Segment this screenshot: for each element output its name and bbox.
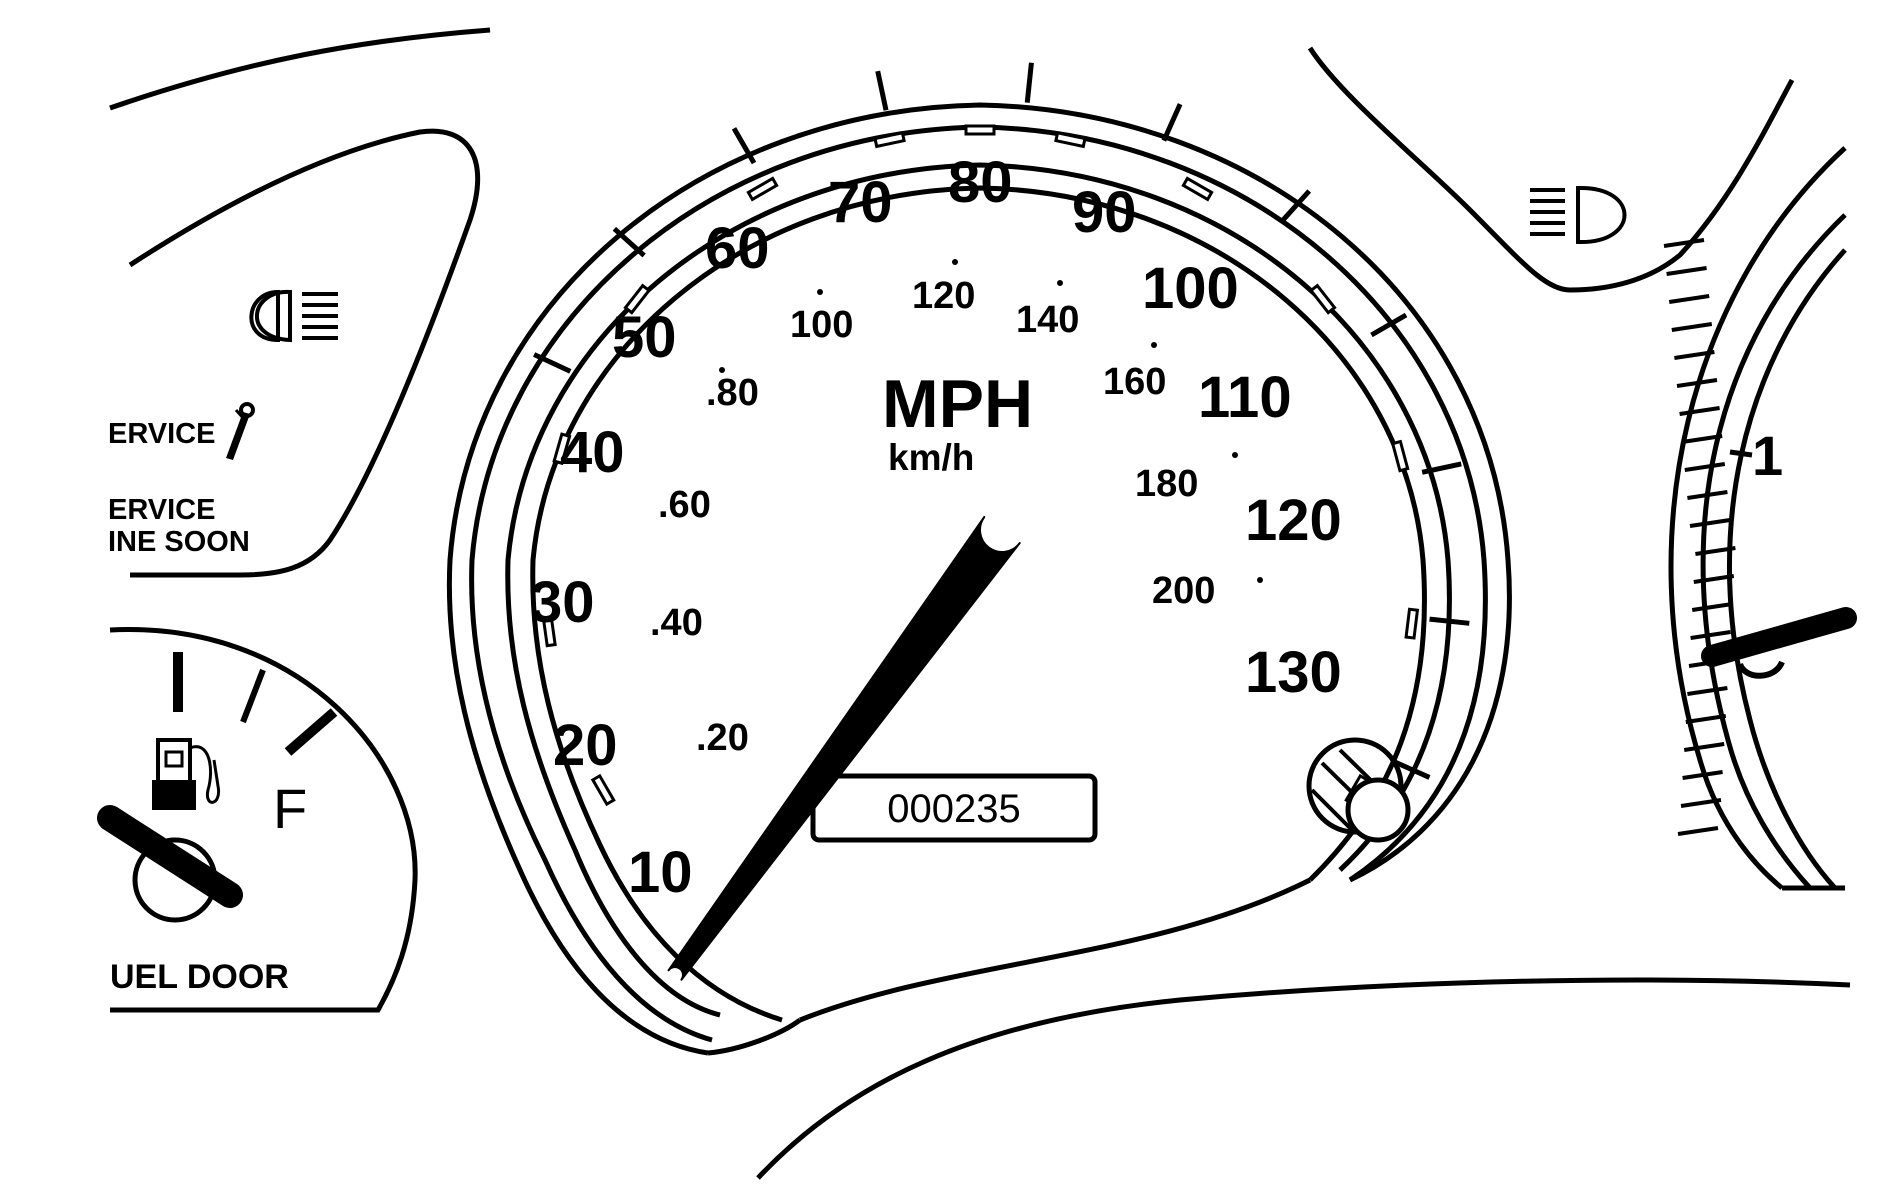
mph-label-70: 70 bbox=[828, 170, 893, 235]
service-engine-soon-label-line2: INE SOON bbox=[108, 526, 250, 558]
minor-tick bbox=[746, 176, 779, 202]
kmh-scale: .20 .40 .60 .80 100 120 140 160 180 200 bbox=[650, 259, 1263, 759]
tach-tick bbox=[1695, 546, 1736, 556]
bezel-tick bbox=[1429, 616, 1470, 626]
mph-label-90: 90 bbox=[1072, 180, 1137, 245]
mph-label-60: 60 bbox=[705, 216, 770, 281]
minor-tick bbox=[1308, 283, 1337, 315]
fuel-full-label: F bbox=[273, 777, 307, 840]
service-lamp-label: ERVICE bbox=[108, 418, 215, 450]
minor-tick bbox=[964, 124, 996, 136]
kmh-label-160: 160 bbox=[1103, 361, 1166, 403]
speedometer-needle bbox=[667, 515, 1021, 981]
bezel-tick bbox=[1391, 758, 1431, 780]
lower-dash-trim bbox=[756, 977, 1851, 1180]
bezel-tick bbox=[1370, 312, 1408, 338]
bezel-tick bbox=[731, 127, 757, 165]
tach-tick bbox=[1674, 350, 1715, 360]
tach-tick bbox=[1684, 462, 1726, 472]
tach-tick bbox=[1682, 770, 1723, 780]
bezel-tick bbox=[1280, 189, 1312, 223]
trip-reset-knob-icon[interactable] bbox=[1306, 737, 1411, 843]
bezel-segment-ticks bbox=[533, 62, 1470, 780]
tachometer-partial: 1 bbox=[1663, 146, 1857, 891]
minor-tick bbox=[590, 773, 616, 807]
tach-tick bbox=[1683, 742, 1725, 752]
mph-label-30: 30 bbox=[530, 570, 595, 635]
unit-kmh-label: km/h bbox=[888, 437, 974, 478]
minor-tick bbox=[623, 283, 652, 315]
bezel-tick bbox=[1421, 461, 1462, 475]
fuel-needle bbox=[97, 805, 243, 908]
odometer-reading: 000235 bbox=[887, 787, 1020, 831]
kmh-label-20: .20 bbox=[696, 717, 749, 759]
minor-tick bbox=[1181, 176, 1214, 202]
tach-tick bbox=[1666, 266, 1707, 276]
tach-tick bbox=[1687, 490, 1728, 500]
kmh-label-60: .60 bbox=[658, 484, 711, 526]
mph-scale: 10 20 30 40 50 60 70 80 90 100 110 120 1… bbox=[530, 150, 1342, 905]
tach-tick bbox=[1689, 518, 1731, 528]
kmh-label-140: 140 bbox=[1016, 299, 1079, 341]
mph-label-20: 20 bbox=[553, 713, 618, 778]
tach-tick bbox=[1676, 378, 1718, 388]
service-engine-soon-label-line1: ERVICE bbox=[108, 494, 215, 526]
tach-tick bbox=[1691, 602, 1733, 612]
headlamp-high-beam-icon bbox=[249, 289, 338, 343]
left-panel bbox=[109, 27, 491, 1013]
minor-tick bbox=[873, 131, 906, 149]
mph-label-110: 110 bbox=[1198, 365, 1292, 430]
mph-label-80: 80 bbox=[948, 150, 1013, 215]
kmh-label-40: .40 bbox=[650, 602, 703, 644]
kmh-label-100: 100 bbox=[790, 304, 853, 346]
kmh-label-120: 120 bbox=[912, 275, 975, 317]
fuel-gauge: F UEL DOOR bbox=[97, 652, 338, 996]
right-panel: 1 bbox=[1307, 46, 1857, 891]
mph-label-10: 10 bbox=[628, 840, 693, 905]
tach-segment-ticks bbox=[1663, 238, 1736, 836]
mph-label-100: 100 bbox=[1142, 256, 1239, 321]
bezel-tick bbox=[875, 70, 889, 111]
minor-tick bbox=[552, 432, 572, 466]
minor-tick bbox=[1390, 439, 1410, 473]
mph-label-50: 50 bbox=[612, 305, 677, 370]
tach-tick bbox=[1693, 574, 1735, 584]
bezel-tick bbox=[1024, 62, 1034, 103]
minor-tick bbox=[1054, 131, 1087, 149]
mph-label-130: 130 bbox=[1245, 640, 1342, 705]
tach-tick bbox=[1687, 686, 1728, 696]
tach-tick bbox=[1671, 322, 1713, 332]
tach-tick bbox=[1663, 238, 1705, 248]
bezel-tick bbox=[612, 226, 646, 258]
bezel-tick bbox=[533, 352, 572, 374]
kmh-label-80: .80 bbox=[706, 372, 759, 414]
tach-tick bbox=[1677, 826, 1719, 836]
wrench-icon bbox=[226, 402, 255, 460]
tach-label-1: 1 bbox=[1752, 424, 1783, 487]
unit-mph-label: MPH bbox=[882, 366, 1033, 442]
minor-tick bbox=[1404, 607, 1420, 640]
tach-tick bbox=[1690, 630, 1731, 640]
fuel-door-label: UEL DOOR bbox=[110, 958, 289, 996]
tach-tick bbox=[1685, 714, 1727, 724]
tach-needle bbox=[1701, 607, 1857, 667]
mph-label-120: 120 bbox=[1245, 488, 1342, 553]
minor-tick bbox=[541, 615, 557, 648]
speedometer: 10 20 30 40 50 60 70 80 90 100 110 120 1… bbox=[446, 62, 1512, 1056]
kmh-label-180: 180 bbox=[1135, 463, 1198, 505]
tach-tick bbox=[1681, 434, 1723, 444]
tach-tick bbox=[1668, 294, 1710, 304]
fuel-pump-icon bbox=[152, 738, 221, 810]
odometer: 000235 bbox=[810, 773, 1098, 843]
tach-tick bbox=[1680, 798, 1722, 808]
tach-tick bbox=[1679, 406, 1720, 416]
headlamp-low-beam-icon bbox=[1530, 185, 1627, 245]
bezel-tick bbox=[1161, 103, 1183, 142]
kmh-label-200: 200 bbox=[1152, 570, 1215, 612]
mph-label-40: 40 bbox=[560, 420, 625, 485]
